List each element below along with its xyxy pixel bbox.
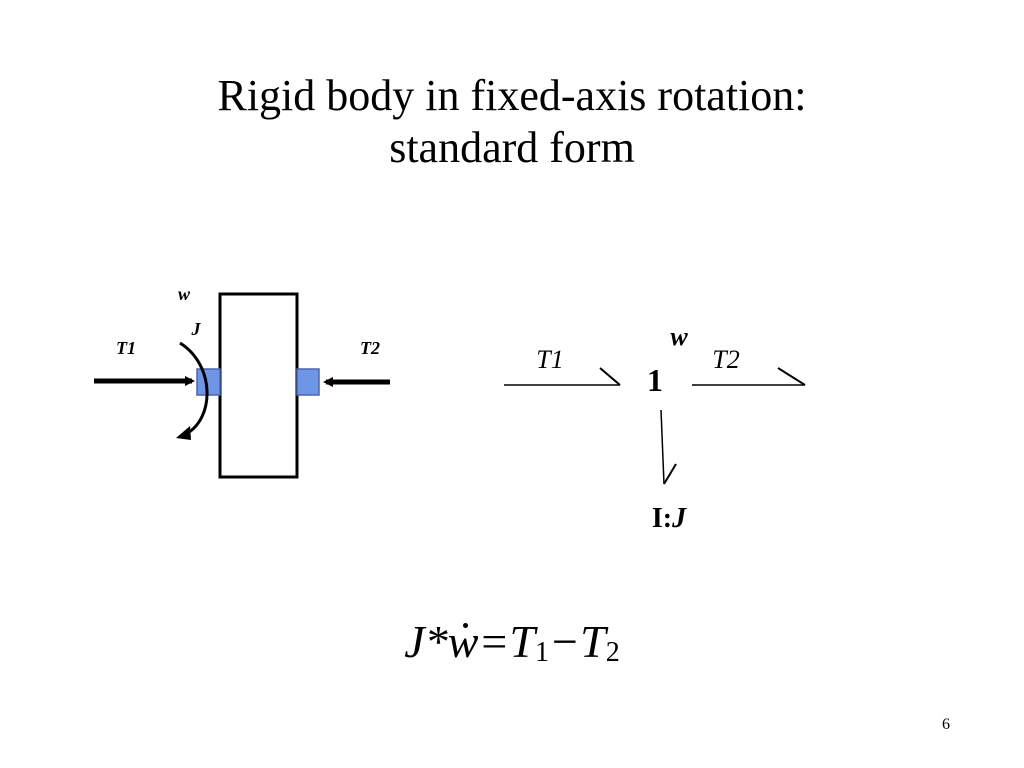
- bond-t1-half-arrow: [599, 367, 621, 386]
- eq-t1: T: [509, 616, 536, 667]
- title-line-2: standard form: [389, 123, 635, 172]
- eq-equals: =: [478, 616, 510, 667]
- rotation-arrow-head: [176, 426, 191, 440]
- page-number: 6: [942, 716, 950, 733]
- equation: J*w=T1−T2: [0, 615, 1024, 669]
- label-j: J: [191, 319, 202, 339]
- right-shaft: [296, 368, 320, 396]
- eq-w-dot: w: [447, 616, 479, 667]
- bond-label-w: w: [670, 322, 688, 351]
- bond-i-line: [660, 409, 665, 485]
- eq-sub1: 1: [535, 637, 550, 668]
- bond-label-t2: T2: [712, 345, 739, 374]
- bond-graph: T1 T2 w 1 I:J: [504, 322, 806, 534]
- junction-1: 1: [647, 362, 663, 398]
- slide-title: Rigid body in fixed-axis rotation: stand…: [0, 70, 1024, 174]
- eq-sub2: 2: [605, 637, 620, 668]
- title-line-1: Rigid body in fixed-axis rotation:: [217, 71, 807, 120]
- rigid-body-diagram: w J T1 T2: [94, 284, 390, 479]
- eq-j: J: [404, 616, 425, 667]
- bond-t2-half-arrow: [777, 367, 806, 386]
- inertia-element: I:J: [652, 503, 687, 534]
- bond-i-half-arrow: [663, 463, 677, 485]
- eq-t2: T: [580, 616, 606, 667]
- bond-label-t1: T1: [536, 345, 563, 374]
- element-param: J: [671, 503, 687, 534]
- element-type: I:: [652, 503, 672, 534]
- label-t2: T2: [360, 338, 380, 358]
- rotation-arrow: [179, 341, 209, 436]
- label-w: w: [178, 284, 191, 304]
- rigid-body-rect: [218, 292, 299, 479]
- eq-mul: *: [424, 616, 448, 667]
- eq-minus: −: [549, 616, 581, 667]
- label-t1: T1: [116, 338, 136, 358]
